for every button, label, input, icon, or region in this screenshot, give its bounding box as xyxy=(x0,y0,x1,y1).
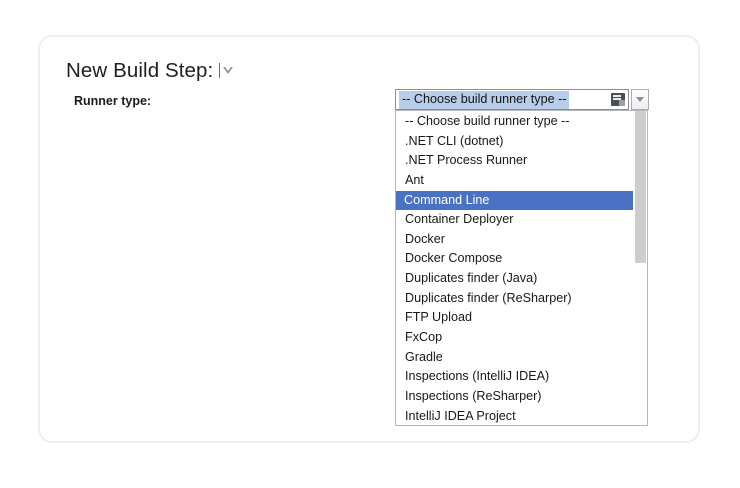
caret-down-hollow-icon[interactable] xyxy=(223,67,234,74)
runner-type-option[interactable]: Docker Compose xyxy=(405,251,503,266)
runner-type-option[interactable]: Inspections (ReSharper) xyxy=(405,388,542,403)
runner-type-option[interactable]: .NET Process Runner xyxy=(405,153,528,168)
runner-type-dropdown-button[interactable] xyxy=(631,89,649,110)
page-title-row: New Build Step: xyxy=(66,59,234,83)
listbox-scroll-thumb[interactable] xyxy=(635,111,646,263)
runner-type-option[interactable]: FxCop xyxy=(405,330,443,345)
caret-down-solid-icon xyxy=(636,97,644,102)
runner-type-option[interactable]: FTP Upload xyxy=(405,310,472,325)
ime-indicator-icon[interactable] xyxy=(611,93,625,106)
runner-type-option[interactable]: Gradle xyxy=(405,349,443,364)
runner-type-option[interactable]: Container Deployer xyxy=(405,212,514,227)
runner-type-option[interactable]: Docker xyxy=(405,231,445,246)
runner-type-option[interactable]: Ant xyxy=(405,172,424,187)
runner-type-option[interactable]: Inspections (IntelliJ IDEA) xyxy=(405,369,550,384)
runner-type-option[interactable]: Duplicates finder (Java) xyxy=(405,271,538,286)
runner-type-label: Runner type: xyxy=(74,94,152,108)
runner-type-option[interactable]: IntelliJ IDEA Project xyxy=(405,408,516,423)
title-caret-group[interactable] xyxy=(219,61,234,78)
runner-type-input-wrap[interactable]: -- Choose build runner type -- xyxy=(395,89,629,110)
text-cursor-icon xyxy=(219,63,221,78)
runner-type-option[interactable]: Command Line xyxy=(396,190,634,211)
listbox-scrollbar[interactable] xyxy=(633,111,647,425)
runner-type-option[interactable]: -- Choose build runner type -- xyxy=(405,114,570,128)
runner-type-option[interactable]: .NET CLI (dotnet) xyxy=(405,133,504,148)
runner-type-combobox[interactable]: -- Choose build runner type -- xyxy=(395,89,649,110)
runner-type-listbox[interactable]: -- Choose build runner type -- .NET CLI (… xyxy=(395,110,648,426)
runner-type-option[interactable]: Duplicates finder (ReSharper) xyxy=(405,290,572,305)
runner-type-option-list[interactable]: -- Choose build runner type -- .NET CLI (… xyxy=(396,111,634,425)
runner-type-input[interactable]: -- Choose build runner type -- xyxy=(399,90,569,109)
page-title: New Build Step: xyxy=(66,59,214,82)
